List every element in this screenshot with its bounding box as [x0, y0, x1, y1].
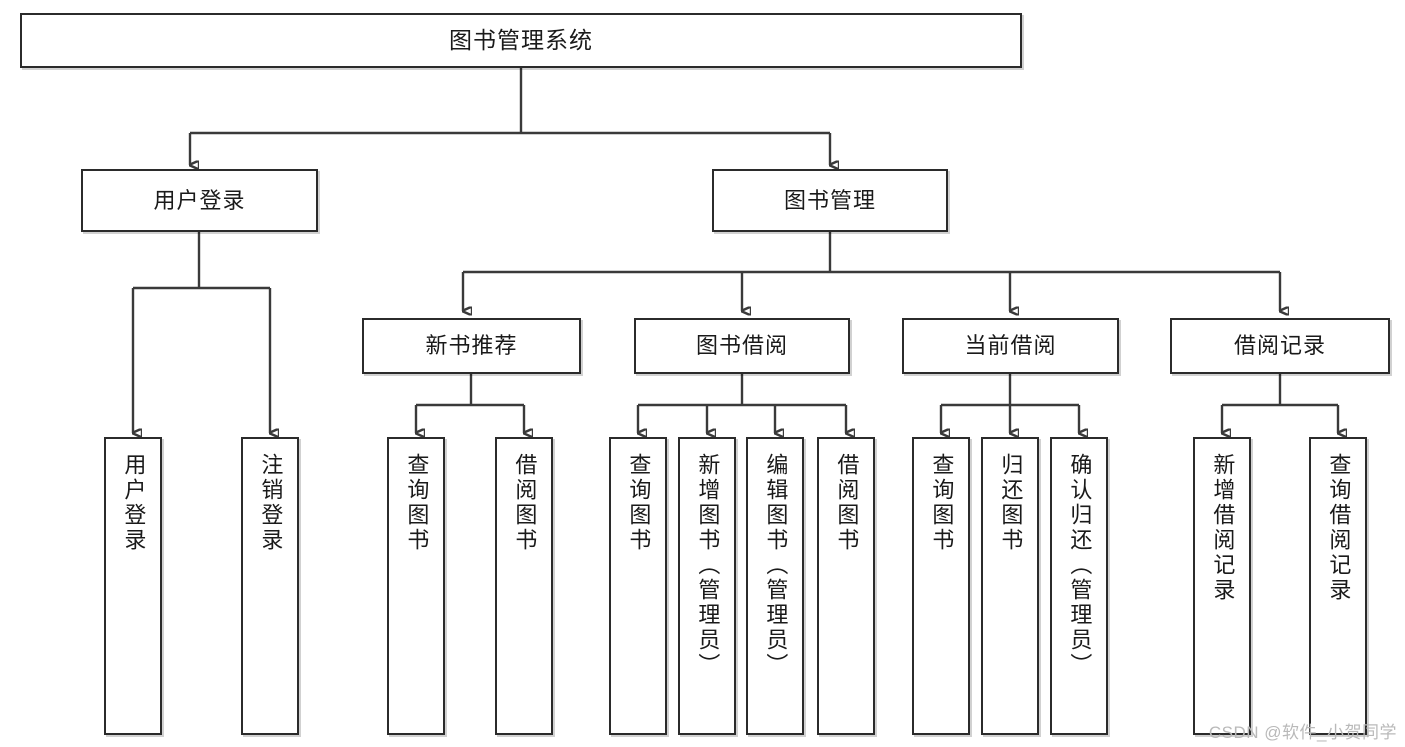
node-label: 新增图书（管理员） [695, 453, 721, 678]
node-label: 查询借阅记录 [1326, 453, 1352, 603]
node-label: 借阅图书 [834, 453, 860, 553]
leaf-user-login[interactable]: 用户登录 [104, 437, 162, 735]
node-label: 查询图书 [929, 453, 955, 553]
leaf-borrow-book-1[interactable]: 借阅图书 [495, 437, 553, 735]
watermark: CSDN @软件_小贺同学 [1208, 723, 1397, 742]
node-label: 确认归还（管理员） [1067, 453, 1093, 678]
node-label: 图书管理系统 [449, 26, 593, 53]
node-root-book-management-system[interactable]: 图书管理系统 [20, 13, 1022, 68]
node-label: 借阅图书 [512, 453, 538, 553]
node-label: 图书借阅 [695, 333, 788, 359]
node-label: 查询图书 [626, 453, 652, 553]
node-label: 注销登录 [258, 453, 284, 553]
leaf-query-book-1[interactable]: 查询图书 [387, 437, 445, 735]
node-label: 新书推荐 [425, 333, 518, 359]
node-label: 查询图书 [404, 453, 430, 553]
node-book-borrow[interactable]: 图书借阅 [634, 318, 850, 374]
leaf-query-book-2[interactable]: 查询图书 [609, 437, 667, 735]
node-borrow-record[interactable]: 借阅记录 [1170, 318, 1390, 374]
leaf-add-record[interactable]: 新增借阅记录 [1193, 437, 1251, 735]
node-user-login[interactable]: 用户登录 [81, 169, 318, 232]
node-label: 归还图书 [998, 453, 1024, 553]
leaf-return-book[interactable]: 归还图书 [981, 437, 1039, 735]
node-label: 借阅记录 [1233, 333, 1326, 359]
leaf-edit-book[interactable]: 编辑图书（管理员） [746, 437, 804, 735]
leaf-add-book[interactable]: 新增图书（管理员） [678, 437, 736, 735]
node-label: 图书管理 [783, 187, 876, 213]
node-new-book-recommend[interactable]: 新书推荐 [362, 318, 581, 374]
leaf-query-record[interactable]: 查询借阅记录 [1309, 437, 1367, 735]
node-label: 用户登录 [121, 453, 147, 553]
node-book-manage[interactable]: 图书管理 [712, 169, 948, 232]
node-label: 用户登录 [153, 187, 246, 213]
node-label: 编辑图书（管理员） [763, 453, 789, 678]
leaf-logout-login[interactable]: 注销登录 [241, 437, 299, 735]
node-current-borrow[interactable]: 当前借阅 [902, 318, 1119, 374]
node-label: 当前借阅 [964, 333, 1057, 359]
leaf-query-book-3[interactable]: 查询图书 [912, 437, 970, 735]
leaf-borrow-book-2[interactable]: 借阅图书 [817, 437, 875, 735]
node-label: 新增借阅记录 [1210, 453, 1236, 603]
leaf-confirm-return[interactable]: 确认归还（管理员） [1050, 437, 1108, 735]
